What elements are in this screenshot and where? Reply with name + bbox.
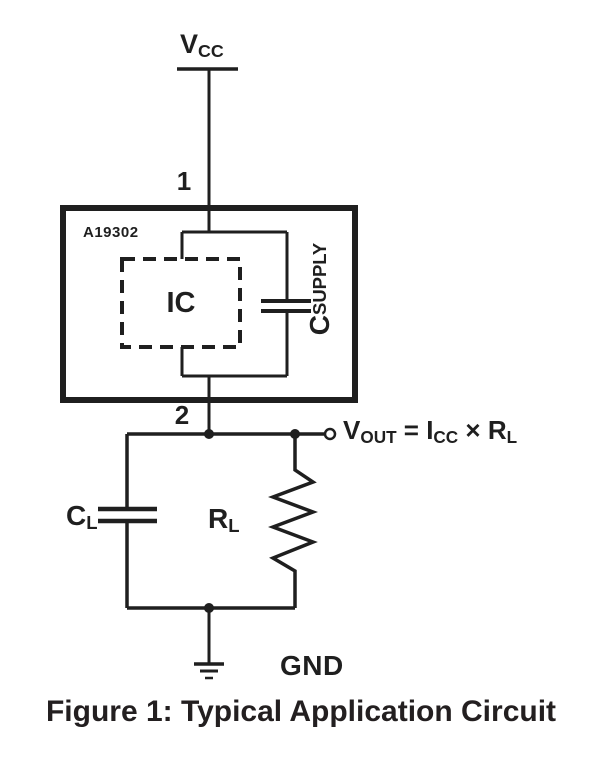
- csupply-main: C: [304, 314, 335, 336]
- vout-times-r: × R: [458, 415, 507, 445]
- vout-r-subscript: L: [506, 426, 518, 447]
- output-terminal-circle: [323, 427, 337, 441]
- gnd-label: GND: [280, 650, 344, 681]
- node-dot-pin2: [204, 429, 214, 439]
- vout-i-subscript: CC: [433, 426, 459, 447]
- rl-subscript: L: [228, 515, 240, 537]
- cl-label: CL: [66, 502, 98, 533]
- ic-dashed-box: [120, 257, 242, 349]
- pin2-label: 2: [174, 400, 190, 430]
- cl-main: C: [66, 500, 87, 531]
- rl-label: RL: [208, 505, 240, 536]
- chip-name-label: A19302: [83, 224, 139, 241]
- internal-wiring: [180, 208, 289, 434]
- cl-subscript: L: [86, 512, 98, 534]
- rl-resistor: [268, 434, 318, 608]
- vout-equals-i: = I: [396, 415, 434, 445]
- rl-main: R: [208, 503, 229, 534]
- figure-caption: Figure 1: Typical Application Circuit: [45, 695, 557, 728]
- vcc-label: VCC: [180, 31, 224, 61]
- csupply-subscript: SUPPLY: [309, 242, 330, 315]
- vcc-main: V: [180, 29, 199, 59]
- vout-v-subscript: OUT: [360, 426, 397, 447]
- vout-equation: VOUT = ICC × RL: [343, 417, 517, 446]
- vout-v: V: [343, 415, 361, 445]
- vcc-subscript: CC: [198, 40, 224, 61]
- pin1-label: 1: [176, 166, 192, 196]
- ic-label: IC: [166, 286, 196, 319]
